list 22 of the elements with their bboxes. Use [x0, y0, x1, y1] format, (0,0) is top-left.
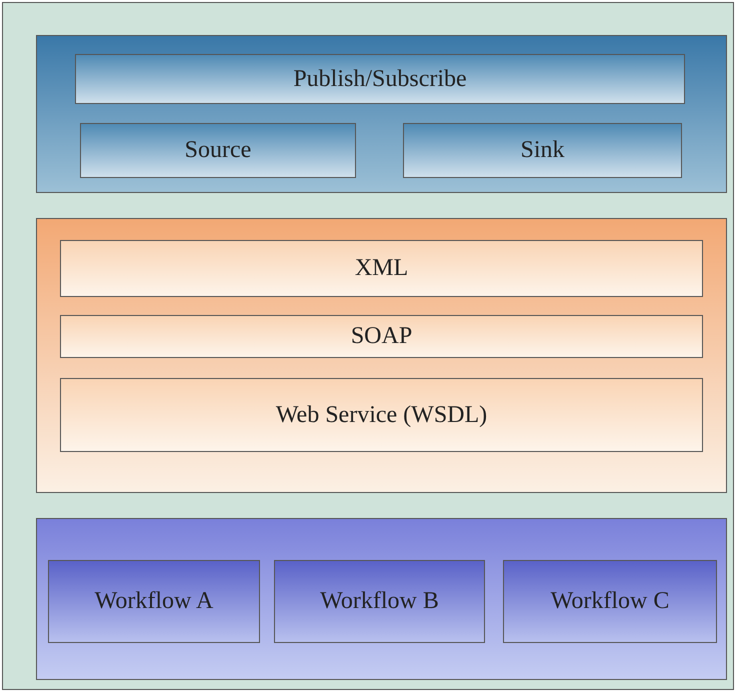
layer-label: Workflow B	[320, 588, 439, 615]
layer-box	[60, 315, 703, 358]
layer-label: XML	[354, 255, 408, 282]
layer-box	[60, 240, 703, 297]
layer-box	[48, 560, 260, 643]
layer-box	[75, 54, 685, 104]
layer-label: Source	[184, 137, 252, 164]
layer-box	[60, 378, 703, 452]
layer-band	[36, 35, 727, 193]
layer-label: Workflow A	[94, 588, 214, 615]
panel-background	[2, 2, 734, 690]
layer-box	[80, 123, 356, 178]
layer-box	[274, 560, 485, 643]
layer-box	[403, 123, 682, 178]
layer-band	[36, 518, 727, 680]
layer-box	[503, 560, 717, 643]
layer-label: Web Service (WSDL)	[276, 402, 488, 428]
layer-band	[36, 218, 727, 493]
layer-label: Sink	[520, 137, 564, 164]
layer-label: Workflow C	[550, 588, 670, 615]
layer-label: Publish/Subscribe	[293, 66, 467, 92]
layer-label: SOAP	[350, 323, 412, 350]
